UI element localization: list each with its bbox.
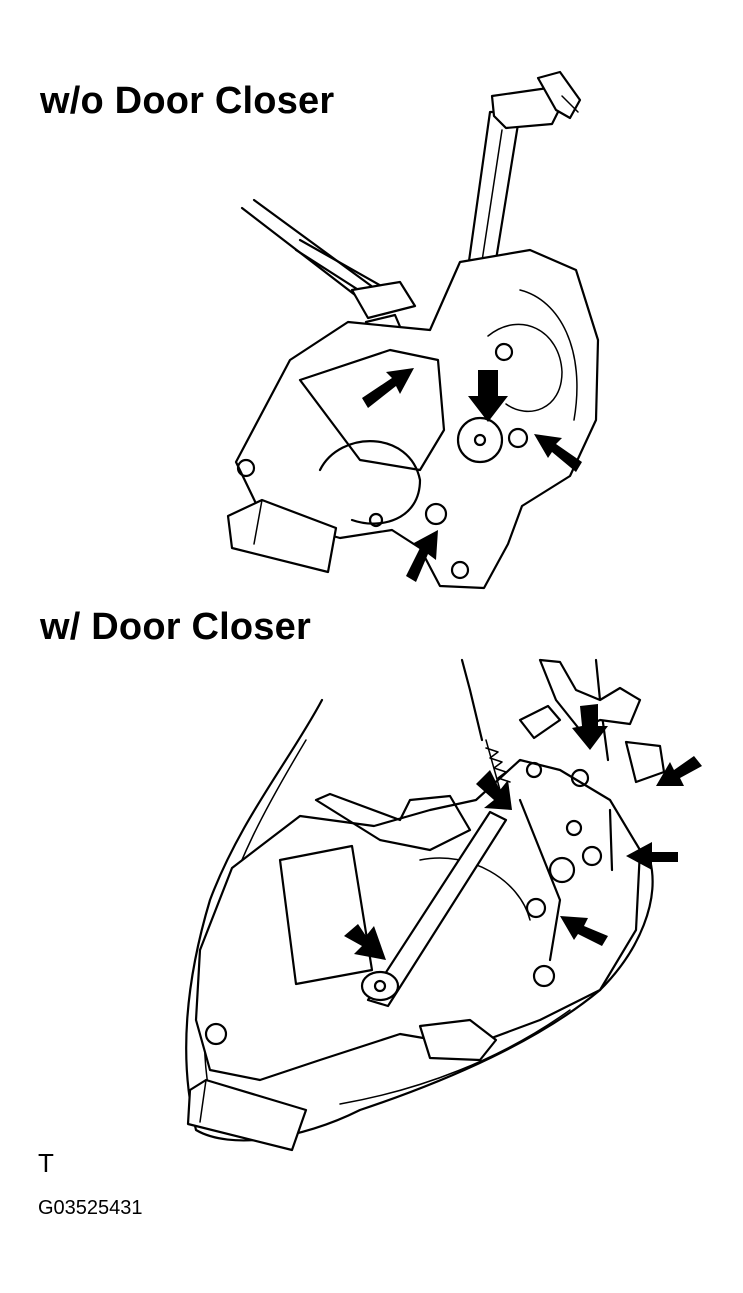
- arrow-icon: [344, 924, 386, 960]
- arrow-icon: [476, 770, 512, 810]
- arrow-icon: [468, 370, 508, 422]
- heading-without-door-closer: w/o Door Closer: [40, 80, 335, 122]
- return-spring: [485, 747, 511, 783]
- heading-with-door-closer: w/ Door Closer: [40, 606, 311, 648]
- lock-housing: [234, 248, 600, 590]
- figure-code: G03525431: [38, 1197, 143, 1219]
- arrow-icon: [534, 434, 582, 472]
- arrow-icon: [560, 916, 608, 946]
- lock-body: [194, 758, 642, 1082]
- arrow-icon: [656, 756, 702, 786]
- arrow-icon: [406, 530, 438, 582]
- corner-mark: T: [38, 1148, 54, 1178]
- arrow-icon: [626, 842, 678, 870]
- arrow-icon: [362, 368, 414, 408]
- electrical-connector-bottom: [186, 1078, 308, 1152]
- arrow-icon: [572, 704, 608, 750]
- electrical-connector: [226, 498, 338, 574]
- arrows-bottom: [344, 704, 702, 960]
- closer-linkage: [360, 658, 666, 1062]
- arrows-top: [362, 368, 582, 582]
